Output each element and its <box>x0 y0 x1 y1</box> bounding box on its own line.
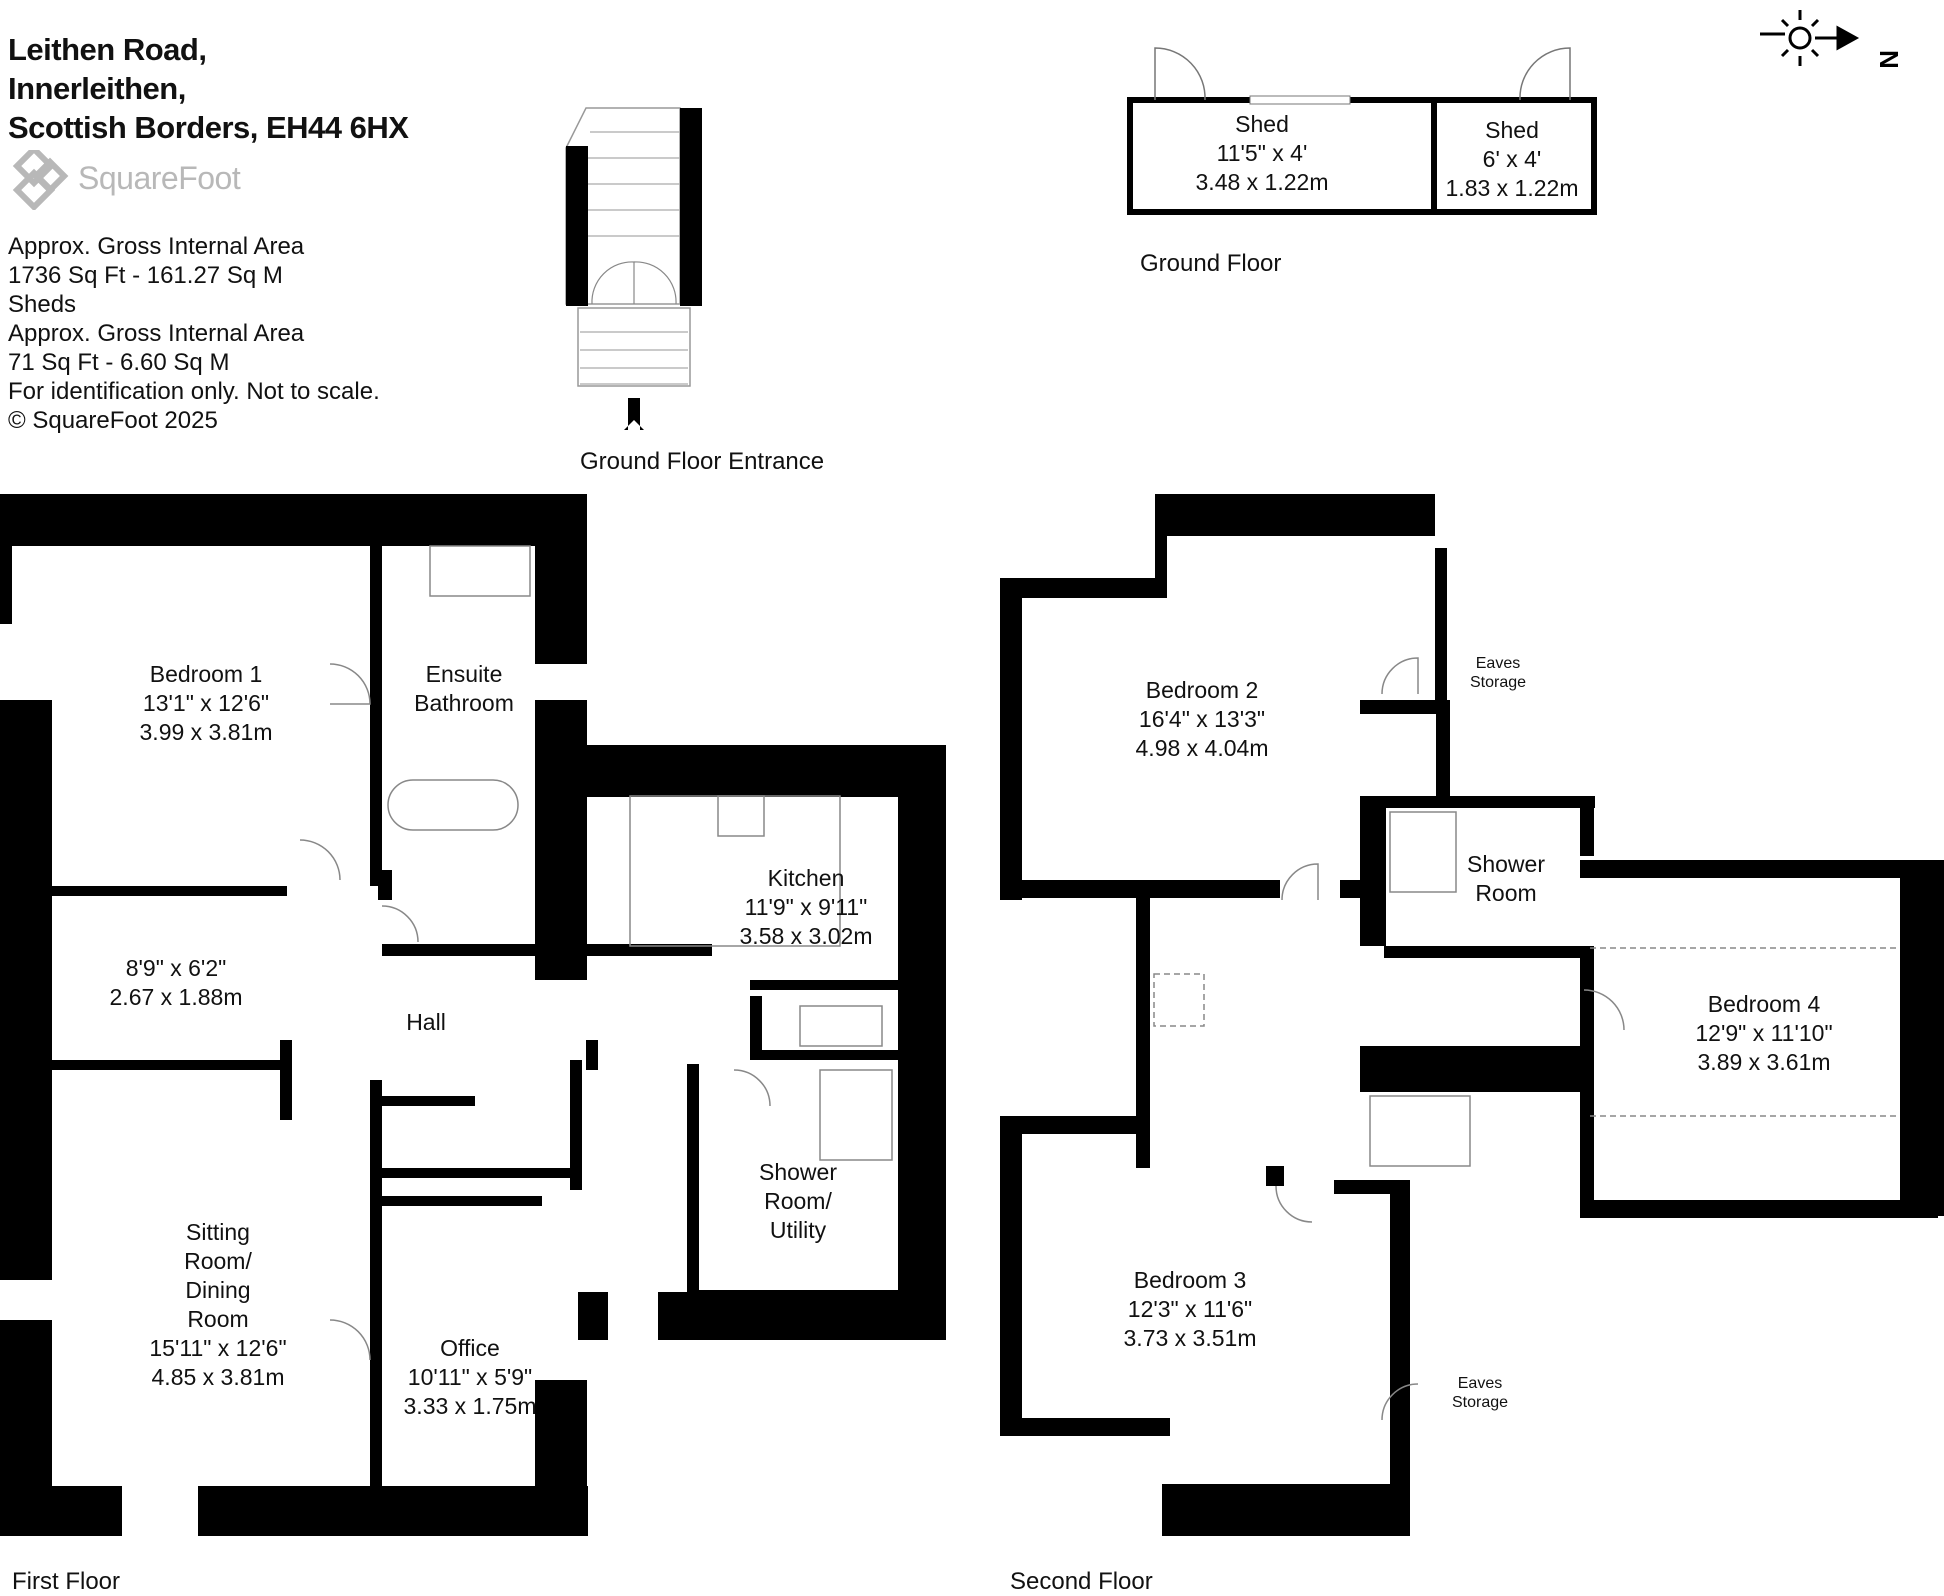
room-name: Hall <box>406 1009 446 1035</box>
eaves-storage-2: Eaves Storage <box>1452 1374 1508 1412</box>
room-imperial: 12'9" x 11'10" <box>1695 1020 1833 1046</box>
eaves-label: Eaves <box>1457 1375 1503 1392</box>
room-name: Utility <box>769 1217 827 1243</box>
room-shed-small: Shed 6' x 4' 1.83 x 1.22m <box>1446 116 1579 203</box>
squarefoot-logo: SquareFoot <box>8 144 268 212</box>
room-metric: 3.58 x 3.02m <box>739 923 873 949</box>
room-bedroom-2: Bedroom 2 16'4" x 13'3" 4.98 x 4.04m <box>1136 676 1269 763</box>
first-floor-label: First Floor <box>12 1568 120 1595</box>
room-name: Shower <box>1467 851 1545 877</box>
room-bedroom-1: Bedroom 1 13'1" x 12'6" 3.99 x 3.81m <box>140 660 273 747</box>
room-imperial: 15'11" x 12'6" <box>149 1335 287 1361</box>
room-metric: 4.85 x 3.81m <box>151 1364 285 1390</box>
room-name: Bedroom 4 <box>1707 991 1821 1017</box>
room-imperial: 6' x 4' <box>1482 146 1542 172</box>
room-name: Sitting <box>186 1219 250 1245</box>
area-info: Approx. Gross Internal Area 1736 Sq Ft -… <box>8 232 380 435</box>
room-name: Office <box>440 1335 500 1361</box>
info-line: For identification only. Not to scale. <box>8 378 380 405</box>
room-name: Bedroom 1 <box>149 661 263 687</box>
room-metric: 3.89 x 3.61m <box>1697 1049 1831 1075</box>
room-name: Shower <box>759 1159 837 1185</box>
first-floor-fixtures <box>299 545 893 1361</box>
eaves-label: Eaves <box>1475 655 1521 672</box>
room-imperial: 11'9" x 9'11" <box>744 894 868 920</box>
eaves-storage-1: Eaves Storage <box>1470 654 1526 692</box>
squarefoot-logo-icon <box>12 144 69 212</box>
room-office: Office 10'11" x 5'9" 3.33 x 1.75m <box>404 1334 537 1421</box>
info-line: Sheds <box>8 291 77 318</box>
room-name: Bathroom <box>414 690 514 716</box>
room-metric: 4.98 x 4.04m <box>1135 735 1269 761</box>
address-line-3: Scottish Borders, EH44 6HX <box>8 110 409 145</box>
room-metric: 3.33 x 1.75m <box>403 1393 537 1419</box>
room-name: Room <box>1475 880 1537 906</box>
address-line-2: Innerleithen, <box>8 71 186 106</box>
second-floor-fixtures <box>1153 657 1900 1421</box>
second-floor-label: Second Floor <box>1010 1568 1153 1595</box>
second-floor-walls <box>1000 494 1944 1536</box>
room-ensuite: Ensuite Bathroom <box>414 660 514 718</box>
sun-compass-icon <box>1760 10 1860 66</box>
room-shed-large: Shed 11'5" x 4' 3.48 x 1.22m <box>1196 110 1329 197</box>
ground-floor-label: Ground Floor <box>1140 250 1282 277</box>
room-kitchen: Kitchen 11'9" x 9'11" 3.58 x 3.02m <box>740 864 873 951</box>
room-name: Bedroom 3 <box>1133 1267 1247 1293</box>
room-imperial: 12'3" x 11'6" <box>1127 1296 1253 1322</box>
room-name: Room/ <box>764 1188 832 1214</box>
info-line: Approx. Gross Internal Area <box>8 320 305 347</box>
room-metric: 3.48 x 1.22m <box>1195 169 1329 195</box>
eaves-label: Storage <box>1469 674 1527 691</box>
logo-text: SquareFoot <box>78 160 241 196</box>
room-metric: 3.99 x 3.81m <box>139 719 273 745</box>
info-line: © SquareFoot 2025 <box>8 407 218 434</box>
room-name: Shed <box>1485 117 1539 143</box>
room-imperial: 10'11" x 5'9" <box>407 1364 533 1390</box>
room-bedroom-3: Bedroom 3 12'3" x 11'6" 3.73 x 3.51m <box>1124 1266 1257 1353</box>
sheds <box>1127 47 1597 215</box>
room-hall-area: 8'9" x 6'2" 2.67 x 1.88m <box>110 954 243 1012</box>
info-line: 71 Sq Ft - 6.60 Sq M <box>8 349 230 376</box>
address-line-1: Leithen Road, <box>8 32 207 67</box>
info-line: 1736 Sq Ft - 161.27 Sq M <box>8 262 283 289</box>
room-name: Kitchen <box>767 865 845 891</box>
ground-floor-entrance-label: Ground Floor Entrance <box>580 448 825 475</box>
room-name: Ensuite <box>425 661 503 687</box>
room-name: Dining <box>185 1277 251 1303</box>
room-hall: Hall <box>406 1008 446 1037</box>
room-name: Room <box>187 1306 249 1332</box>
room-shower-room: Shower Room <box>1467 850 1545 908</box>
eaves-label: Storage <box>1451 1394 1509 1411</box>
compass-north: N <box>1874 50 1904 69</box>
room-imperial: 8'9" x 6'2" <box>125 955 227 981</box>
room-name: Room/ <box>184 1248 252 1274</box>
info-line: Approx. Gross Internal Area <box>8 233 305 260</box>
room-bedroom-4: Bedroom 4 12'9" x 11'10" 3.89 x 3.61m <box>1695 990 1832 1077</box>
property-address: Leithen Road, Innerleithen, Scottish Bor… <box>8 30 409 147</box>
room-name: Shed <box>1235 111 1289 137</box>
room-imperial: 13'1" x 12'6" <box>142 690 270 716</box>
room-imperial: 16'4" x 13'3" <box>1138 706 1266 732</box>
entrance-stair <box>565 107 702 430</box>
room-sitting-dining: Sitting Room/ Dining Room 15'11" x 12'6"… <box>149 1218 286 1392</box>
room-imperial: 11'5" x 4' <box>1216 140 1308 166</box>
room-metric: 2.67 x 1.88m <box>109 984 243 1010</box>
room-shower-utility: Shower Room/ Utility <box>759 1158 837 1245</box>
room-metric: 3.73 x 3.51m <box>1123 1325 1257 1351</box>
first-floor-walls <box>0 494 946 1536</box>
room-name: Bedroom 2 <box>1145 677 1259 703</box>
room-metric: 1.83 x 1.22m <box>1445 175 1579 201</box>
